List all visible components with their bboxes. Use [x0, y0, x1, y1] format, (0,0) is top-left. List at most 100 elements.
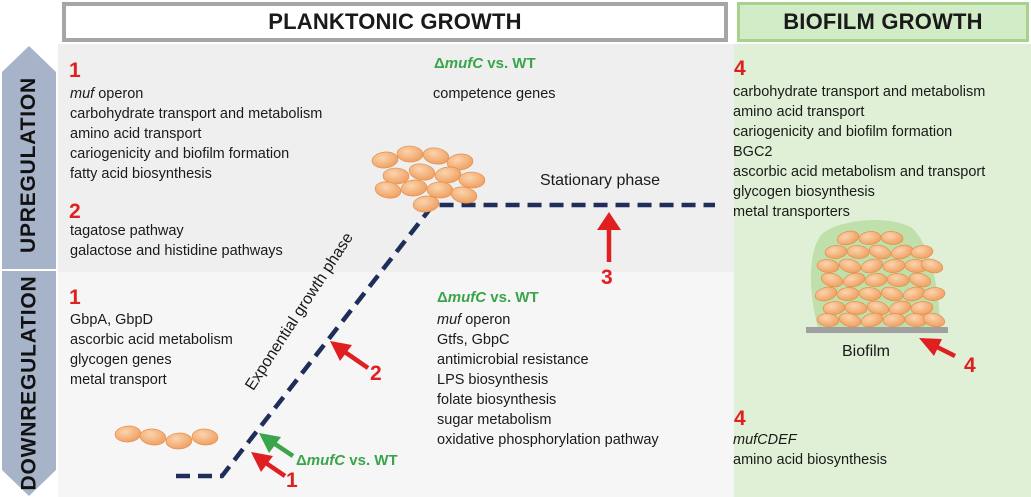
arrow-2-number: 2 [370, 362, 382, 385]
bacterial-cell [880, 231, 904, 245]
bacterial-cell [842, 272, 866, 288]
comparison-label-down: ΔmufC vs. WT [437, 289, 539, 306]
bacterial-cell [450, 186, 478, 204]
list-item: carbohydrate transport and metabolism [70, 106, 323, 122]
list-item: metal transport [70, 372, 167, 388]
bacterial-cell [139, 428, 167, 446]
bacterial-cell [814, 286, 838, 302]
bacterial-cell [374, 181, 402, 199]
bacterial-cell [868, 244, 892, 260]
list-item: mufCDEF [733, 432, 797, 448]
arrow-4-number: 4 [964, 354, 976, 377]
bacterial-cell [165, 432, 193, 450]
bacterial-cell [400, 179, 428, 197]
planktonic-cell-chain [114, 425, 219, 450]
list-item: LPS biosynthesis [437, 372, 549, 388]
biofilm-header: BIOFILM GROWTH [737, 2, 1029, 42]
list-item: metal transporters [733, 204, 850, 220]
comparison-label-curve: ΔmufC vs. WT [296, 452, 398, 469]
list-item: galactose and histidine pathways [70, 243, 283, 259]
marker-1-up: 1 [69, 59, 81, 82]
bacterial-cell [860, 258, 884, 274]
downregulated-mufc-list: muf operon Gtfs, GbpC antimicrobial resi… [437, 310, 659, 450]
growth-curve [176, 202, 715, 479]
biofilm-cells [814, 230, 946, 328]
bacterial-cell [846, 245, 870, 259]
list-item: carbohydrate transport and metabolism [733, 84, 986, 100]
upregulation-label: UPREGULATION [17, 76, 41, 254]
marker-4-down: 4 [734, 407, 746, 430]
arrow-1-number: 1 [286, 469, 298, 492]
list-item: BGC2 [733, 144, 773, 160]
list-item: amino acid transport [70, 126, 202, 142]
marker-1-down: 1 [69, 286, 81, 309]
bacterial-cell [858, 287, 882, 301]
list-item: muf operon [70, 86, 144, 102]
bacterial-cell [816, 259, 840, 273]
arrow-3-number: 3 [601, 266, 613, 289]
biofilm-downregulated-list: mufCDEF amino acid biosynthesis [733, 430, 887, 470]
biofilm-label: Biofilm [842, 343, 891, 360]
list-item: antimicrobial resistance [437, 352, 589, 368]
bacterial-cell [408, 163, 436, 181]
marker-4-up: 4 [734, 57, 746, 80]
list-item: glycogen biosynthesis [733, 184, 875, 200]
list-item: competence genes [433, 86, 556, 102]
bacterial-cell [860, 312, 884, 328]
list-item: cariogenicity and biofilm formation [733, 124, 953, 140]
bacterial-cell [820, 272, 844, 288]
arrow-1 [251, 452, 287, 478]
upregulated-list-1: muf operon carbohydrate transport and me… [70, 84, 322, 184]
arrow-green [259, 433, 295, 458]
list-item: glycogen genes [70, 352, 172, 368]
list-item: sugar metabolism [437, 412, 552, 428]
list-item: oxidative phosphorylation pathway [437, 432, 659, 448]
bacterial-cell [114, 425, 142, 443]
bacterial-cell [446, 153, 474, 171]
arrow-4 [919, 338, 957, 359]
biofilm-surface [806, 327, 948, 333]
bacterial-cell [888, 300, 912, 316]
bacterial-cell [922, 312, 946, 328]
list-item: ascorbic acid metabolism [70, 332, 233, 348]
comparison-label-up: ΔmufC vs. WT [434, 55, 536, 72]
list-item: amino acid transport [733, 104, 865, 120]
planktonic-cell-cluster [371, 145, 486, 213]
arrow-3 [597, 212, 621, 262]
bacterial-cell [191, 428, 219, 446]
list-item: ascorbic acid metabolism and transport [733, 164, 986, 180]
bacterial-cell [910, 301, 934, 315]
bacterial-cell [910, 245, 934, 259]
bacterial-cell [434, 166, 462, 184]
list-item: GbpA, GbpD [70, 312, 154, 328]
bacterial-cell [886, 273, 910, 287]
marker-2-up: 2 [69, 200, 81, 223]
bacterial-cell [816, 313, 840, 327]
list-item: folate biosynthesis [437, 392, 557, 408]
bacterial-cell [838, 312, 862, 328]
bacterial-cell [412, 195, 440, 213]
bacterial-cell [920, 258, 944, 274]
planktonic-header: PLANKTONIC GROWTH [62, 2, 728, 42]
bacterial-cell [371, 151, 399, 169]
bacterial-cell [458, 171, 486, 189]
bacterial-cell [844, 301, 868, 315]
list-item: Gtfs, GbpC [437, 332, 510, 348]
stationary-phase-label: Stationary phase [540, 172, 661, 189]
bacterial-cell [838, 258, 862, 274]
downregulation-panel [58, 272, 734, 497]
biofilm-upregulated-list: carbohydrate transport and metabolism am… [733, 82, 985, 222]
list-item: cariogenicity and biofilm formation [70, 146, 290, 162]
bacterial-cell [880, 286, 904, 302]
upregulated-list-2: tagatose pathway galactose and histidine… [70, 221, 283, 261]
downregulation-label: DOWNREGULATION [17, 275, 40, 491]
upregulated-mufc-list: competence genes [433, 84, 556, 104]
bacterial-cell [396, 145, 424, 163]
bacterial-cell [382, 167, 410, 185]
list-item: amino acid biosynthesis [733, 452, 887, 468]
bacterial-cell [422, 147, 450, 165]
bacterial-cell [908, 272, 932, 288]
downregulated-list-1: GbpA, GbpD ascorbic acid metabolism glyc… [70, 310, 233, 390]
